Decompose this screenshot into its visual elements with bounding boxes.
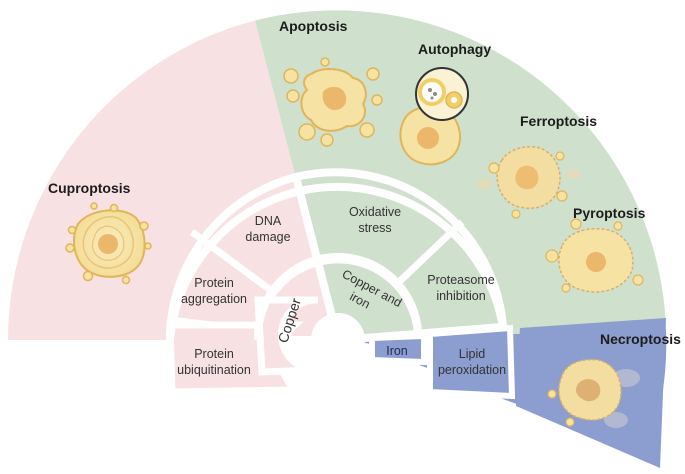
center-hub-top xyxy=(314,316,362,364)
proteasome-inhibition-label-line2: inhibition xyxy=(436,289,485,303)
apoptosis-cell xyxy=(283,57,383,147)
iron-sector-lower xyxy=(369,332,427,366)
apoptosis-label: Apoptosis xyxy=(279,18,348,34)
middle-ring-outer-arc xyxy=(166,182,507,341)
autophagy-label: Autophagy xyxy=(418,41,491,57)
iron-label: Iron xyxy=(386,344,408,358)
ferroptosis-cell xyxy=(476,146,581,219)
cuproptosis-cell xyxy=(65,202,152,285)
protein-aggregation-label-line2: aggregation xyxy=(181,292,247,306)
ferroptosis-label: Ferroptosis xyxy=(520,113,597,129)
necroptosis-cell xyxy=(547,358,640,428)
dna-damage-label-line2: damage xyxy=(245,230,290,244)
lipid-peroxidation-lower xyxy=(427,324,516,400)
necroptosis-label: Necroptosis xyxy=(600,331,681,347)
autophagosome-zoom xyxy=(415,67,469,121)
lipid-peroxidation-label-line2: peroxidation xyxy=(438,363,506,377)
oxidative-stress-label-line2: stress xyxy=(358,221,391,235)
oxidative-stress-label-line1: Oxidative xyxy=(349,205,401,219)
pyroptosis-label: Pyroptosis xyxy=(573,205,646,221)
inner-ring-outer-arc xyxy=(253,253,422,341)
lower-blank-area xyxy=(0,346,648,474)
copper-inner-lower xyxy=(254,296,319,376)
lipid-peroxidation-label-line1: Lipid xyxy=(459,347,485,361)
left-edge-blank xyxy=(0,340,8,474)
cuproptosis-label: Cuproptosis xyxy=(48,180,131,196)
proteasome-inhibition-label-line1: Proteasome xyxy=(427,273,494,287)
dna-damage-label-line1: DNA xyxy=(255,214,282,228)
protein-aggregation-label-line1: Protein xyxy=(194,276,234,290)
pyroptosis-cell xyxy=(545,218,644,293)
protein-ubiquitination-label-line1: Protein xyxy=(194,347,234,361)
protein-ubiquitination-label-line2: ubiquitination xyxy=(177,363,251,377)
